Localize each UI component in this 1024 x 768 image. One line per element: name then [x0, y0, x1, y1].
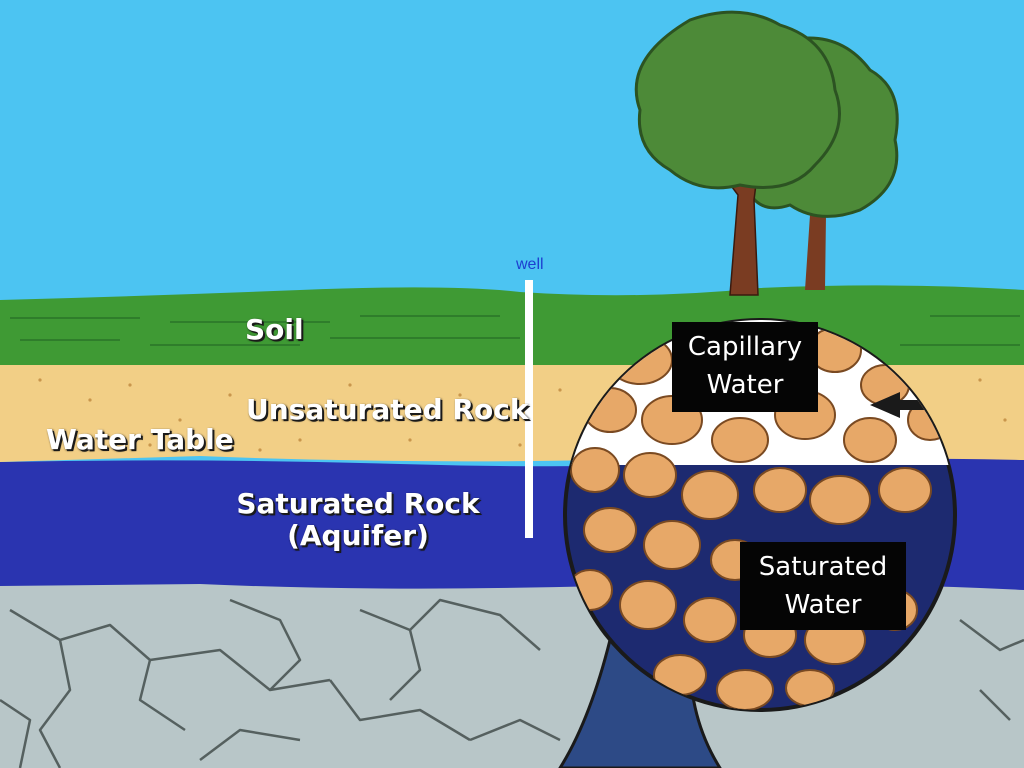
water-table-label: Water Table	[46, 423, 234, 456]
capillary-water-line1: Capillary	[687, 332, 803, 362]
saturated-water-label: Saturated Water	[740, 542, 906, 630]
unsaturated-rock-label: Unsaturated Rock	[246, 393, 529, 426]
arrow-left-icon	[870, 392, 925, 418]
saturated-rock-label-line2: (Aquifer)	[287, 519, 429, 553]
saturated-rock-label-line1: Saturated Rock	[236, 487, 480, 520]
well-label: well	[516, 256, 544, 273]
capillary-water-label: Capillary Water	[672, 322, 818, 412]
soil-texture	[10, 315, 1020, 346]
bedrock-cracks	[0, 598, 1024, 768]
well-pipe	[525, 280, 533, 538]
soil-label: Soil	[245, 313, 304, 346]
saturated-rock-label: Saturated Rock (Aquifer)	[228, 487, 488, 553]
tree-icon	[634, 10, 899, 296]
sand-speckles	[38, 378, 1007, 452]
saturated-water-line1: Saturated	[758, 552, 888, 582]
capillary-water-line2: Water	[706, 370, 784, 400]
saturated-water-line2: Water	[784, 590, 862, 620]
